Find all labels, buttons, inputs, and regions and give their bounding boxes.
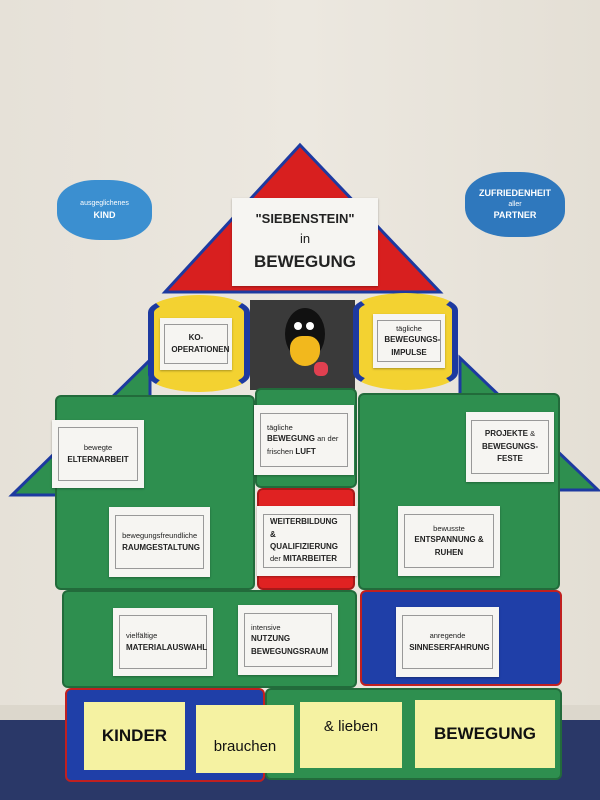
cloud-big-text: ZUFRIEDENHEIT bbox=[479, 188, 551, 198]
roof-in: in bbox=[299, 230, 311, 246]
card-small: bewegte bbox=[83, 442, 113, 452]
cloud-big-text: PARTNER bbox=[493, 210, 537, 221]
card-small: & bbox=[530, 429, 536, 439]
card-projekte: PROJEKTE & BEWEGUNGS- FESTE bbox=[466, 412, 554, 482]
card-big: BEWEGUNGSRAUM bbox=[251, 646, 329, 656]
sign-brauchen: brauchen bbox=[196, 705, 294, 773]
card-big: LUFT bbox=[295, 446, 316, 456]
cloud-small-text: ausgeglichenes bbox=[80, 199, 129, 207]
card-small: intensive bbox=[251, 622, 281, 632]
card-small: tägliche bbox=[396, 323, 422, 333]
sign-lieben: & lieben bbox=[300, 702, 402, 768]
roof-title: "SIEBENSTEIN" bbox=[255, 210, 355, 226]
card-kooperationen: KO- OPERATIONEN bbox=[160, 318, 232, 370]
roof-sign: "SIEBENSTEIN" in BEWEGUNG bbox=[232, 198, 378, 286]
card-big: WEITERBILDUNG & bbox=[270, 517, 338, 539]
sign-text: & lieben bbox=[323, 717, 379, 735]
card-big: RAUMGESTALTUNG bbox=[122, 542, 200, 552]
card-big: ENTSPANNUNG & bbox=[414, 535, 484, 545]
thought-cloud-left: ausgeglichenes KIND bbox=[57, 180, 152, 240]
card-big: RUHEN bbox=[434, 547, 464, 557]
sign-text: brauchen bbox=[213, 737, 277, 755]
card-small: frischen bbox=[267, 446, 294, 456]
card-big: QUALIFIZIERUNG bbox=[270, 542, 338, 551]
card-big: BEWEGUNG bbox=[267, 434, 315, 444]
cloud-small-text: aller bbox=[508, 200, 522, 208]
card-small: anregende bbox=[429, 630, 466, 640]
sign-text: KINDER bbox=[101, 726, 168, 745]
card-big: SINNESERFAHRUNG bbox=[409, 642, 490, 652]
card-small: an der bbox=[317, 434, 339, 444]
cloud-big-text: KIND bbox=[93, 209, 116, 220]
card-small: vielfältige bbox=[126, 630, 158, 640]
roof-bewegung: BEWEGUNG bbox=[254, 251, 356, 271]
thought-cloud-right: ZUFRIEDENHEIT aller PARTNER bbox=[465, 172, 565, 237]
card-small: tägliche bbox=[267, 422, 293, 432]
card-big: PROJEKTE bbox=[484, 429, 528, 439]
raven-plush bbox=[282, 308, 328, 380]
card-big: BEWEGUNGS- IMPULSE bbox=[384, 335, 441, 357]
card-big: NUTZUNG bbox=[251, 634, 291, 644]
card-weiterbildung: WEITERBILDUNG & QUALIFIZIERUNG der MITARBE… bbox=[257, 506, 357, 576]
card-small: bewegungsfreundliche bbox=[122, 530, 198, 540]
sign-bewegung: BEWEGUNG bbox=[415, 700, 555, 768]
card-big: MATERIALAUSWAHL bbox=[126, 642, 208, 652]
card-big: MITARBEITER bbox=[282, 554, 338, 564]
sign-kinder: KINDER bbox=[84, 702, 185, 770]
card-big: BEWEGUNGS- FESTE bbox=[482, 441, 538, 464]
card-small: bewusste bbox=[433, 523, 465, 533]
card-big: ELTERNARBEIT bbox=[67, 454, 129, 464]
card-text: KO- OPERATIONEN bbox=[171, 332, 230, 354]
card-small: der bbox=[270, 554, 281, 564]
sign-text: BEWEGUNG bbox=[434, 724, 536, 743]
